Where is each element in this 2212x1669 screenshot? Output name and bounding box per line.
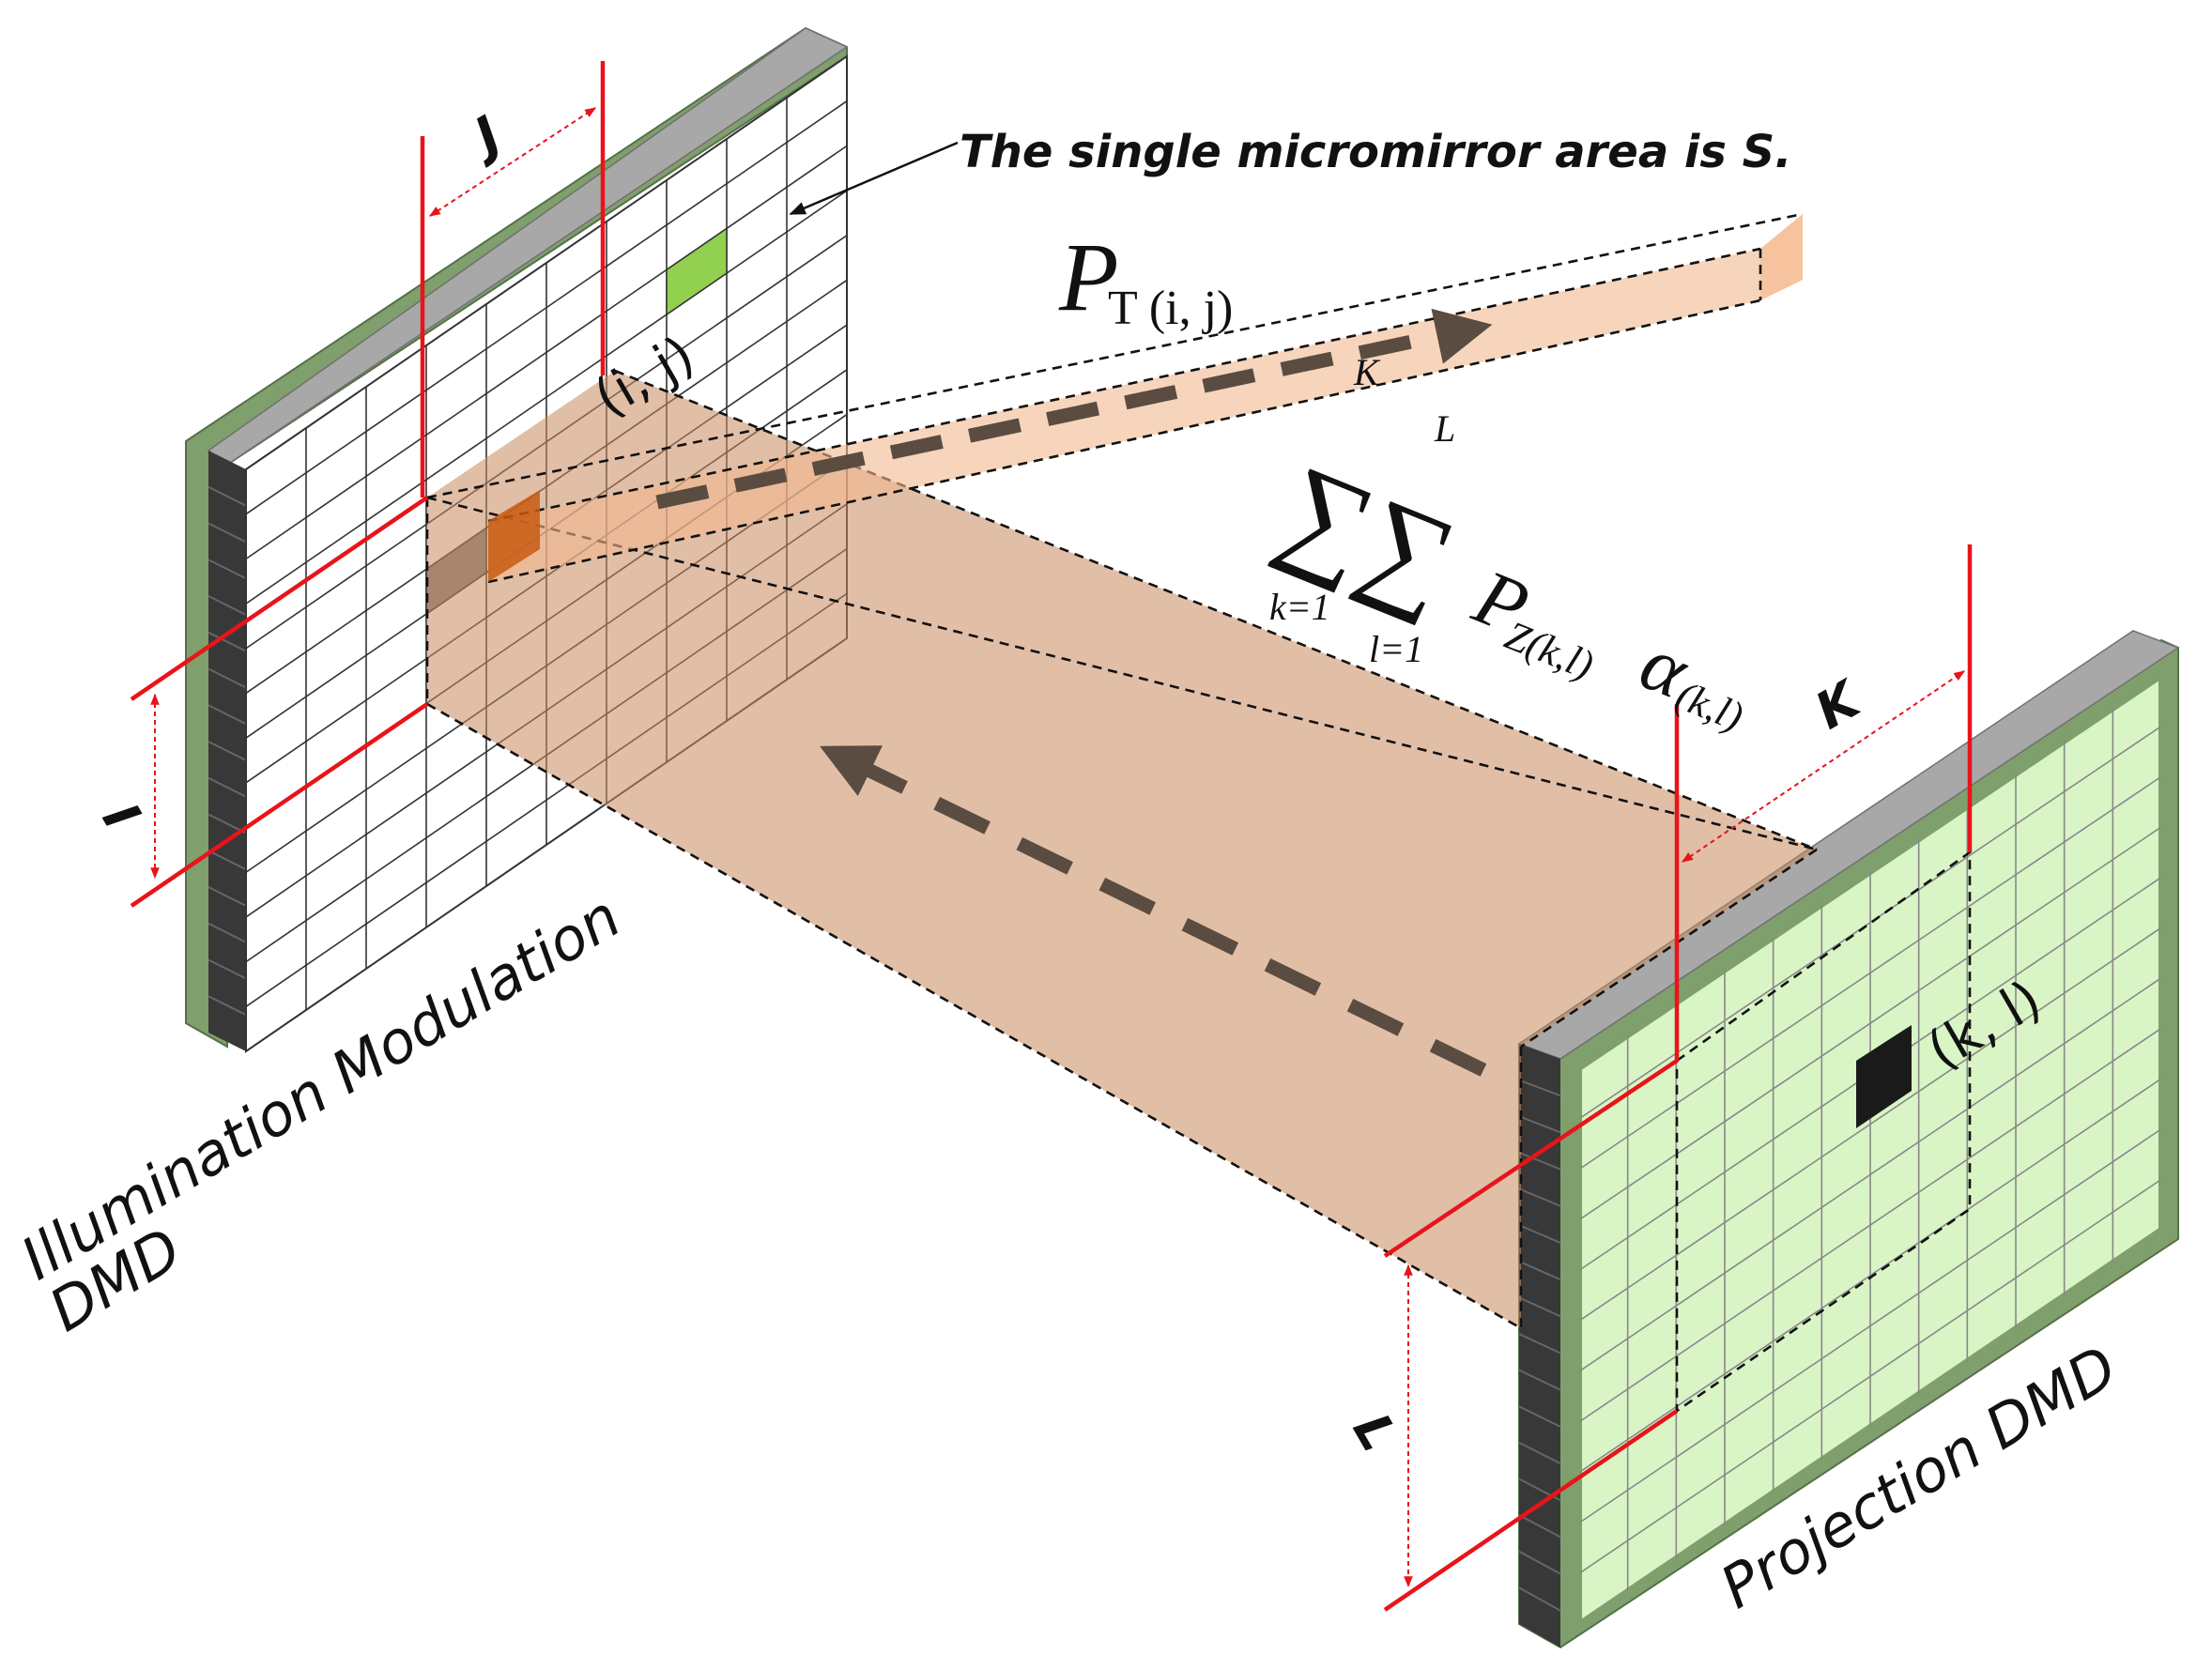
outgoing-edge-1	[426, 212, 1804, 499]
side-notch	[1518, 1369, 1561, 1391]
side-notch	[207, 922, 247, 943]
arrow-pointer-icon	[789, 141, 959, 216]
dashed-arrow-icon	[820, 745, 1487, 1077]
dim-L-top	[1383, 1059, 1679, 1258]
dim-I-label: I	[91, 793, 152, 839]
grid-line-horizontal	[245, 100, 848, 515]
side-notch	[1518, 1514, 1561, 1539]
side-notch	[1518, 1151, 1561, 1171]
side-notch	[1518, 1296, 1561, 1318]
grid-line-horizontal	[245, 145, 848, 560]
grid-line-horizontal	[1578, 977, 2162, 1372]
side-notch	[207, 485, 247, 507]
side-notch	[207, 667, 247, 689]
projection-beam	[425, 369, 1818, 1330]
beam-edge-top-2	[614, 369, 1818, 851]
side-notch	[1518, 1550, 1561, 1575]
dim-J-arrow	[428, 107, 597, 217]
dim-K-arrow	[1682, 670, 1965, 863]
outgoing-beam	[426, 212, 1804, 584]
illumination-dmd-notches	[207, 485, 247, 1017]
side-notch	[207, 886, 247, 907]
side-notch	[207, 559, 247, 580]
side-notch	[207, 741, 247, 761]
side-notch	[207, 631, 247, 652]
side-notch	[207, 522, 247, 544]
beam-edge-far	[1520, 848, 1818, 1049]
sum-lower-k: k=1	[1269, 586, 1330, 628]
sum-term-alpha-sub: (k,l)	[1669, 672, 1749, 740]
beam-origin-highlight	[488, 490, 540, 582]
side-notch	[1518, 1224, 1561, 1244]
dim-K-label: K	[1805, 668, 1872, 742]
annotation-text: The single micromirror area is S.	[960, 126, 1791, 178]
side-notch	[207, 958, 247, 980]
grid-line-horizontal	[1578, 1128, 2162, 1524]
side-notch	[207, 595, 247, 616]
side-notch	[1518, 1260, 1561, 1281]
projection-beam-fill	[427, 371, 1817, 1328]
side-notch	[1518, 1333, 1561, 1355]
side-notch	[1518, 1586, 1561, 1612]
side-notch	[207, 776, 247, 798]
micromirror-green	[666, 226, 728, 316]
dashed-arrow-icon	[655, 308, 1493, 510]
side-notch	[1518, 1441, 1561, 1464]
grid-line-horizontal	[1578, 1178, 2162, 1574]
grid-line-horizontal	[245, 190, 848, 605]
sum-lower-l: l=1	[1369, 628, 1423, 670]
dim-L-label: L	[1342, 1403, 1409, 1461]
side-notch	[207, 704, 247, 726]
dim-J-label: J	[457, 105, 511, 170]
projection-dmd-notches	[1518, 1079, 1561, 1612]
beam-label-sub: T (i, j)	[1108, 282, 1233, 335]
side-notch	[1518, 1405, 1561, 1428]
dim-L-bottom	[1383, 1409, 1679, 1612]
beam-label-main: P	[1058, 223, 1119, 331]
beam-edge-bottom	[426, 702, 1522, 1330]
dim-I-top	[130, 496, 429, 701]
outgoing-edge-2	[487, 247, 1761, 523]
side-notch	[1518, 1187, 1561, 1207]
side-notch	[207, 850, 247, 871]
dimension-lines	[130, 61, 1973, 1612]
dim-I-bottom	[130, 702, 429, 908]
projection-region-dashed	[1675, 850, 1972, 1414]
side-notch	[1518, 1079, 1561, 1097]
sum-term-P-sub: Z(k,l)	[1498, 612, 1600, 689]
pixel-kl-black	[1856, 1025, 1912, 1128]
outgoing-edge-3	[487, 299, 1761, 584]
sum-upper-L: L	[1434, 407, 1455, 450]
grid-line-horizontal	[1578, 926, 2162, 1322]
sum-upper-K: K	[1353, 351, 1381, 393]
side-notch	[1518, 1115, 1561, 1134]
side-notch	[207, 995, 247, 1017]
projection-dmd-side	[1519, 1044, 1560, 1647]
outgoing-beam-end	[1760, 214, 1803, 300]
